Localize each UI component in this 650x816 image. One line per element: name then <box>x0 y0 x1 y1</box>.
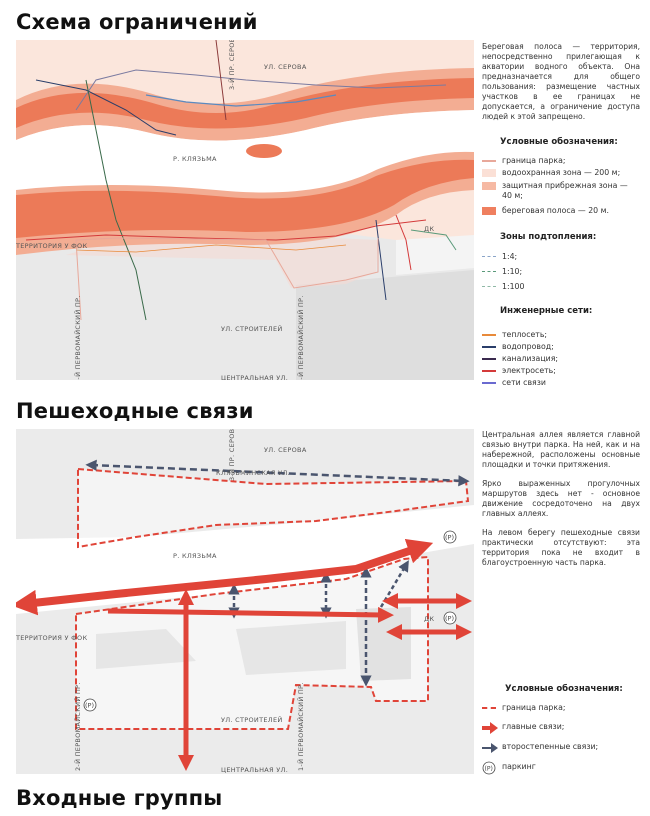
main-link-central-alley <box>107 606 394 623</box>
restrictions-section-title: Схема ограничений <box>16 10 258 34</box>
svg-text:(P): (P) <box>485 766 493 773</box>
main-link-embankment <box>16 538 434 616</box>
utilities-legend-title: Инженерные сети: <box>500 306 593 316</box>
shore-strip-upper <box>16 78 474 129</box>
label-builders: УЛ. СТРОИТЕЛЕЙ <box>221 324 283 333</box>
park-parcel <box>66 235 378 288</box>
network-sewage <box>85 79 147 321</box>
red-arrow-icon <box>482 722 498 734</box>
protective-zone-upper <box>16 68 474 141</box>
label-builders: УЛ. СТРОИТЕЛЕЙ <box>221 715 283 724</box>
pedestrian-map: (P) (P) (P) УЛ. СЕРОВА 3-Й ПР. СЕРОВА КЛ… <box>16 429 474 774</box>
label-street-serova: УЛ. СЕРОВА <box>264 446 307 454</box>
parking-icon: (P) <box>443 611 457 625</box>
label-dk: ДК <box>424 615 434 623</box>
label-river: Р. КЛЯЗЬМА <box>173 155 217 163</box>
sub-block <box>96 629 196 669</box>
legend-swatch-flood-1-10 <box>482 271 496 272</box>
network-heat <box>75 244 347 253</box>
legend-swatch-electric <box>482 370 496 372</box>
restrictions-map: УЛ. СЕРОВА 3-Й ПР. СЕРОВА Р. КЛЯЗЬМА ТЕР… <box>16 40 474 380</box>
flood-legend-title: Зоны подтопления: <box>500 232 597 242</box>
pedestrian-paragraph-3: На левом берегу пешеходные связи практич… <box>482 528 640 567</box>
label-street-serova: УЛ. СЕРОВА <box>264 63 307 71</box>
label-klyazminskaya: КЛЯЗЬМИНСКАЯ УЛ. <box>216 469 290 477</box>
legend-swatch-communication <box>482 382 496 384</box>
network-electric <box>25 219 427 241</box>
parking-icon: (P) <box>482 761 496 775</box>
sub-block <box>236 621 346 675</box>
restrictions-description: Береговая полоса — территория, непосредс… <box>482 42 640 121</box>
label-2nd-pervomay: 2-Й ПЕРВОМАЙСКИЙ ПР. <box>73 682 82 771</box>
entrance-section-title: Входные группы <box>16 786 223 810</box>
label-dk: ДК <box>424 225 434 233</box>
label-1st-pervomay: 1-Й ПЕРВОМАЙСКИЙ ПР. <box>296 295 305 380</box>
legend-swatch-flood-1-4 <box>482 256 496 257</box>
network-electric-2 <box>395 214 412 271</box>
svg-text:(P): (P) <box>445 534 454 542</box>
island-shore <box>246 144 282 158</box>
network-water-2 <box>375 219 387 301</box>
svg-text:(P): (P) <box>85 702 94 710</box>
city-block <box>396 235 474 275</box>
lower-park-boundary <box>75 555 429 730</box>
network-green <box>410 229 457 251</box>
secondary-link-klyazminskaya <box>85 459 470 487</box>
pedestrian-paragraph-2: Ярко выраженных прогулочных маршрутов зд… <box>482 479 640 518</box>
restrictions-legend-title: Условные обозначения: <box>500 137 618 147</box>
shore-strip-lower <box>16 159 474 238</box>
dashed-line-icon <box>482 707 496 709</box>
pedestrian-legend-title: Условные обозначения: <box>505 684 623 694</box>
svg-text:(P): (P) <box>445 615 454 623</box>
label-central: ЦЕНТРАЛЬНАЯ УЛ. <box>221 766 288 774</box>
legend-swatch-flood-1-100 <box>482 286 496 287</box>
label-river: Р. КЛЯЗЬМА <box>173 552 217 560</box>
upper-park-area <box>78 469 468 547</box>
label-fok: ТЕРРИТОРИЯ У ФОК <box>16 242 87 250</box>
park-boundary <box>75 237 379 321</box>
network-water-blue <box>145 94 337 107</box>
network-power <box>215 40 227 121</box>
label-central: ЦЕНТРАЛЬНАЯ УЛ. <box>221 374 288 380</box>
legend-swatch-park-boundary <box>482 160 496 162</box>
dark-arrow-icon <box>482 743 498 753</box>
pedestrian-paragraph-1: Центральная аллея является главной связь… <box>482 430 640 469</box>
parking-icon: (P) <box>443 530 457 544</box>
legend-swatch-water-zone <box>482 169 496 177</box>
legend-swatch-protective-zone <box>482 182 496 190</box>
pedestrian-description: Центральная аллея является главной связь… <box>482 430 640 577</box>
parking-icon: (P) <box>83 698 97 712</box>
city-block <box>296 270 474 380</box>
legend-swatch-sewage <box>482 358 496 360</box>
pedestrian-section-title: Пешеходные связи <box>16 399 254 423</box>
label-1st-pervomay: 1-Й ПЕРВОМАЙСКИЙ ПР. <box>296 682 305 771</box>
legend-swatch-water-supply <box>482 346 496 348</box>
label-fok: ТЕРРИТОРИЯ У ФОК <box>16 634 87 642</box>
legend-swatch-shore-strip <box>482 207 496 215</box>
label-2nd-pervomay: 2-Й ПЕРВОМАЙСКИЙ ПР. <box>73 295 82 380</box>
network-water <box>35 79 177 136</box>
label-3rd-lane: 3-Й ПР. СЕРОВА <box>227 40 236 90</box>
label-3rd-lane: 3-Й ПР. СЕРОВА <box>227 429 236 481</box>
sub-block <box>356 607 411 681</box>
legend-swatch-heat <box>482 334 496 336</box>
